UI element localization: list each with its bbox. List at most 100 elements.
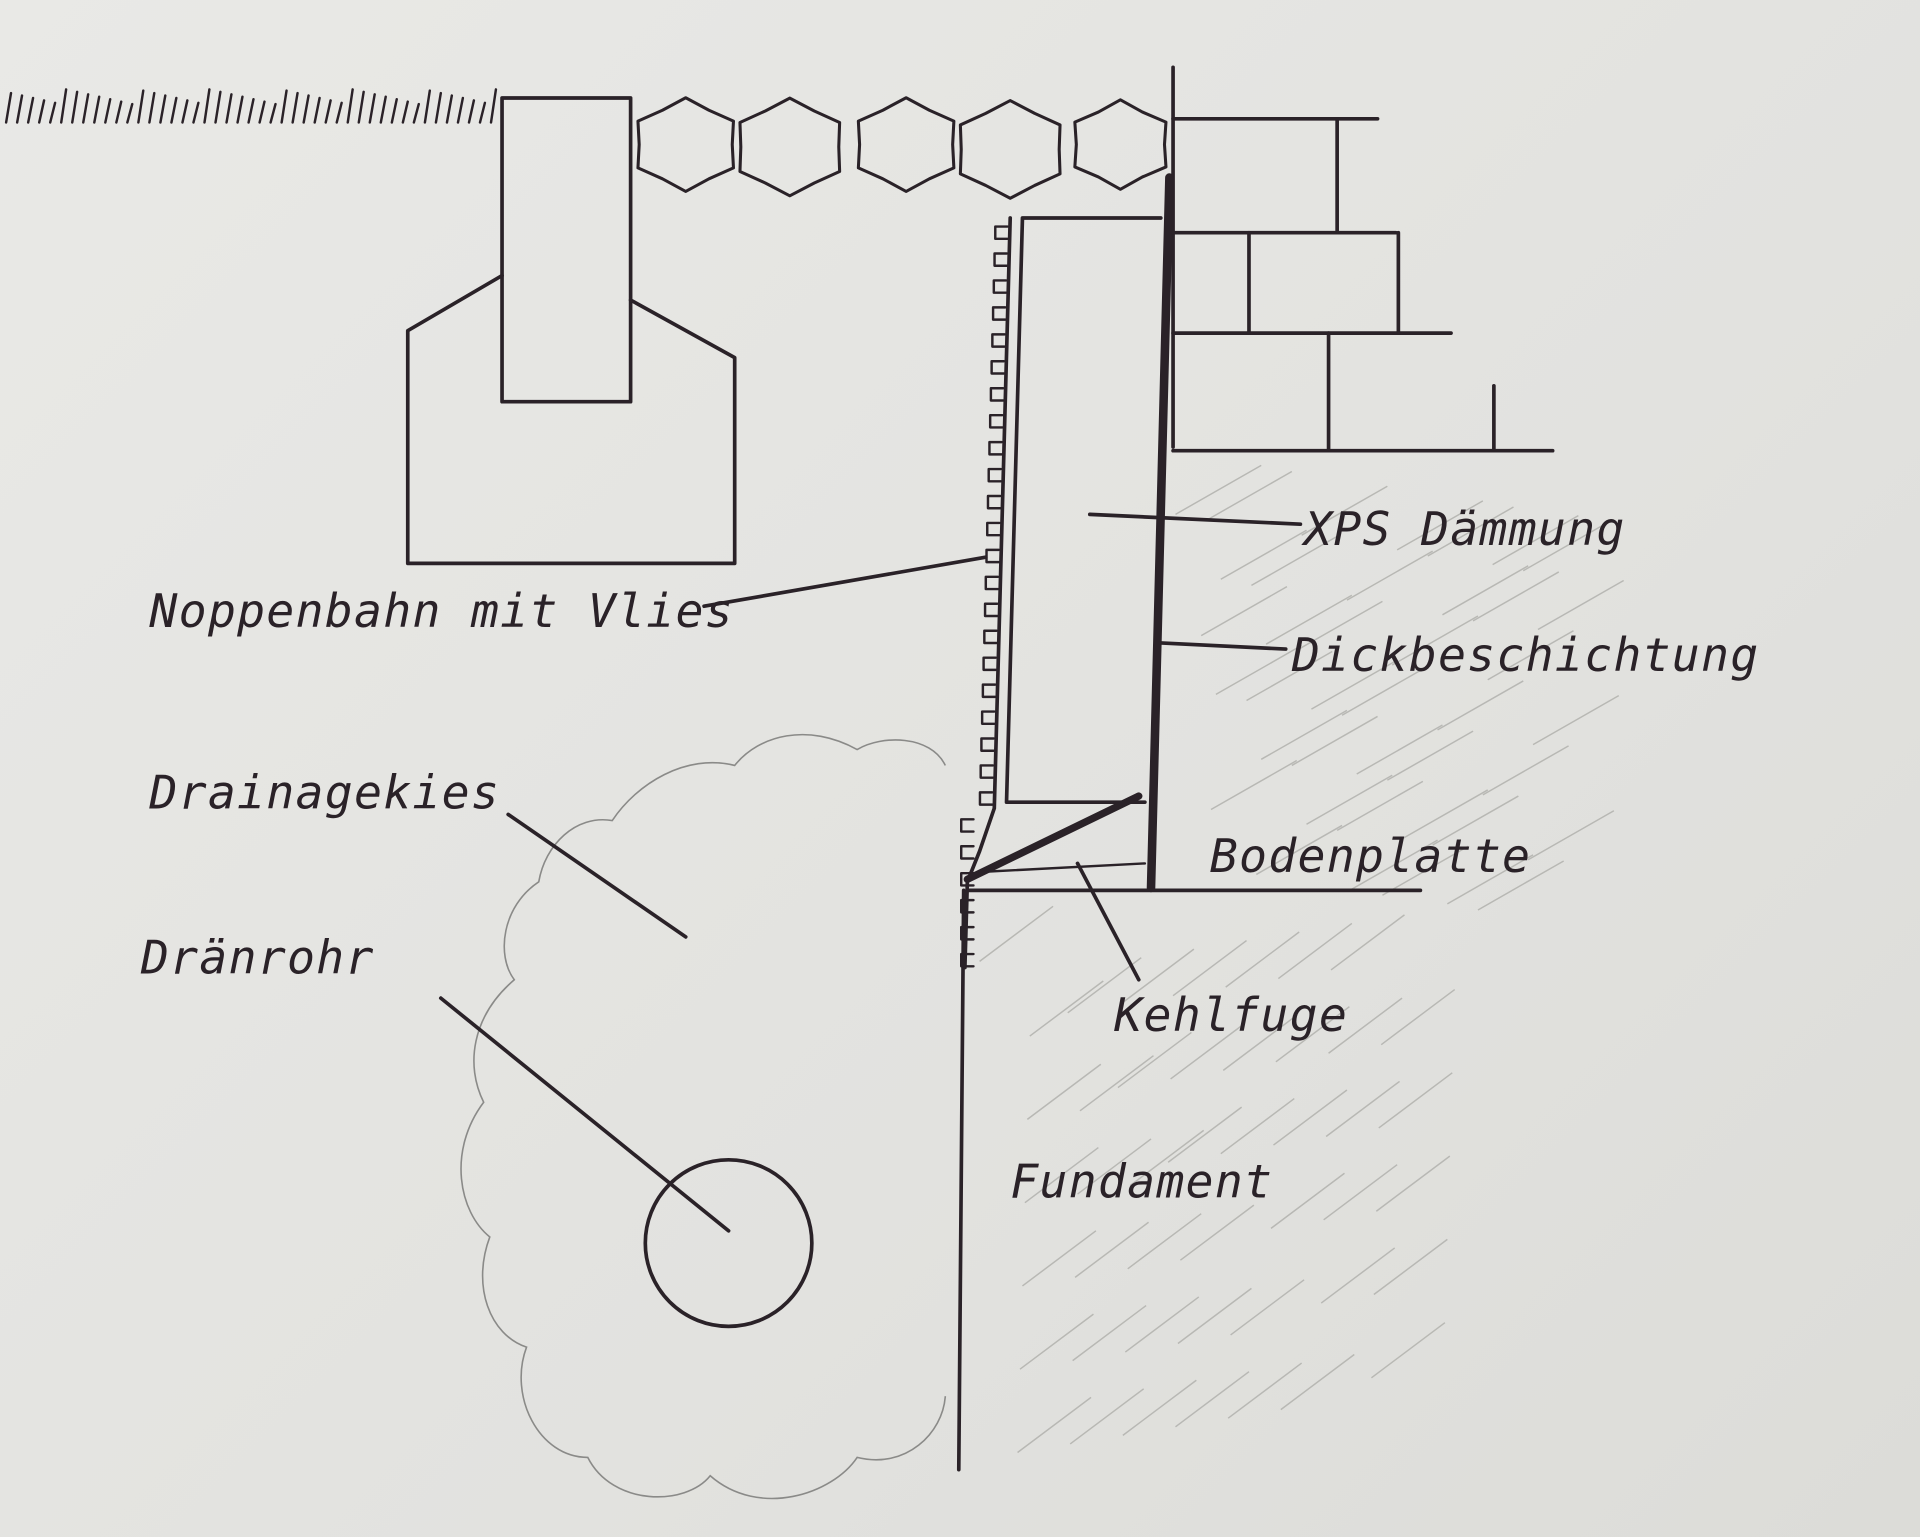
hatch-stroke	[1175, 464, 1262, 516]
hatch-stroke	[1291, 715, 1378, 767]
hatch-stroke	[1074, 1221, 1150, 1278]
leader-lines	[438, 512, 1303, 1233]
hatch-stroke	[1492, 514, 1579, 566]
membrane-dimple	[991, 333, 1006, 348]
hatch-stroke	[1017, 1396, 1092, 1454]
hatch-stroke	[1222, 1014, 1298, 1071]
label-cove-joint: Kehlfuge	[1113, 988, 1348, 1042]
hatch-stroke	[1072, 1304, 1147, 1362]
drainage-gravel-outline	[460, 733, 947, 1500]
hatch-stroke	[1119, 948, 1195, 1005]
membrane-dimple	[983, 602, 999, 618]
hatch-stroke	[1129, 1129, 1205, 1187]
hatch-stroke	[1370, 1322, 1446, 1379]
hatch-stroke	[1432, 795, 1519, 846]
hatch-stroke	[1356, 724, 1443, 775]
membrane-dimple	[979, 764, 995, 779]
membrane-dimple	[988, 440, 1003, 456]
hatch-stroke	[1527, 810, 1615, 861]
hatch-stroke	[1225, 931, 1300, 988]
hatch-stroke	[979, 905, 1054, 962]
hatch-stroke	[1487, 630, 1574, 681]
membrane-dimple	[990, 360, 1006, 375]
hatch-stroke	[1170, 1023, 1245, 1080]
hatch-stroke	[1346, 550, 1434, 601]
drain-pipe	[643, 1157, 814, 1329]
curb-concrete-base	[405, 273, 737, 566]
hatch-stroke	[1246, 650, 1333, 702]
hatch-stroke	[1167, 1106, 1243, 1163]
hatch-stroke	[1205, 470, 1293, 522]
hatch-stroke	[1391, 615, 1479, 666]
membrane-dimple	[980, 710, 996, 726]
gravel-stone	[958, 99, 1062, 200]
membrane-dimple	[981, 683, 997, 699]
label-foundation: Fundament	[1010, 1155, 1273, 1209]
hatch-stroke	[1378, 1072, 1453, 1129]
hatch-stroke	[1024, 1146, 1099, 1204]
membrane-dimple	[987, 467, 1003, 483]
hatch-stroke	[1477, 860, 1565, 911]
hatch-stroke	[1375, 1155, 1451, 1212]
curb-stone	[500, 96, 633, 404]
membrane-dimple	[960, 845, 975, 860]
hatch-stroke	[1386, 730, 1474, 781]
thick-coating-line	[1146, 173, 1174, 893]
hatch-stroke	[1175, 1371, 1250, 1428]
membrane-dimple	[991, 306, 1007, 321]
hatch-stroke	[1442, 565, 1529, 616]
hatch-stroke	[1301, 485, 1388, 536]
hatch-stroke	[1341, 665, 1429, 716]
hatch-stroke	[1482, 745, 1569, 796]
hatch-stroke	[1210, 759, 1298, 811]
hatch-stroke	[1270, 1172, 1345, 1229]
hatch-stroke	[1380, 988, 1456, 1046]
hatch-stroke	[1029, 980, 1104, 1037]
label-xps-insulation: XPS Dämmung	[1301, 502, 1626, 556]
hatch-stroke	[1373, 1238, 1448, 1296]
membrane-dimple	[994, 225, 1009, 241]
membrane-dimple	[989, 387, 1005, 402]
gravel-stone	[738, 96, 842, 198]
hatch-stroke	[1230, 1279, 1305, 1336]
membrane-dimple	[960, 871, 975, 887]
hatch-stroke	[1401, 789, 1489, 840]
gravel-stone	[636, 96, 735, 193]
xps-insulation	[1004, 216, 1163, 805]
hatch-stroke	[1220, 529, 1307, 580]
hatch-stroke	[1351, 839, 1438, 890]
brick-wall	[1171, 65, 1555, 453]
label-thick-coating: Dickbeschichtung	[1291, 628, 1760, 682]
hatch-stroke	[1220, 1097, 1295, 1155]
grass	[4, 88, 498, 124]
foundation-line	[956, 888, 966, 1472]
hatch-stroke	[1522, 521, 1610, 572]
hatch-stroke	[1446, 854, 1534, 905]
hatch-stroke	[1532, 694, 1620, 746]
hatch-stroke	[1117, 1031, 1192, 1089]
hatch-stroke	[1306, 774, 1393, 825]
hatch-stroke	[1275, 1006, 1350, 1063]
hatch-stroke	[1251, 535, 1338, 587]
soil-hatching	[979, 464, 1625, 1454]
hatch-stroke	[1537, 579, 1625, 631]
membrane-dimple	[978, 791, 994, 806]
cove-joint	[963, 792, 1143, 884]
hatch-stroke	[1127, 1213, 1202, 1270]
hatch-stroke	[1396, 500, 1484, 551]
label-floor-slab: Bodenplatte	[1210, 829, 1532, 883]
label-drainage-gravel: Drainagekies	[148, 765, 500, 819]
membrane-dimple	[983, 629, 998, 645]
hatch-stroke	[1325, 1080, 1401, 1138]
gravel-stones	[636, 96, 1168, 200]
hatch-stroke	[1330, 914, 1405, 971]
membrane-dimple	[982, 656, 998, 672]
membrane-dimple	[993, 252, 1009, 267]
hatch-stroke	[1472, 571, 1560, 622]
hatch-stroke	[1122, 1379, 1197, 1436]
hatch-stroke	[1019, 1313, 1094, 1370]
hatch-stroke	[1311, 659, 1398, 710]
gravel-stone	[1073, 98, 1168, 191]
hatch-stroke	[1427, 506, 1514, 557]
membrane-dimple	[960, 952, 975, 968]
